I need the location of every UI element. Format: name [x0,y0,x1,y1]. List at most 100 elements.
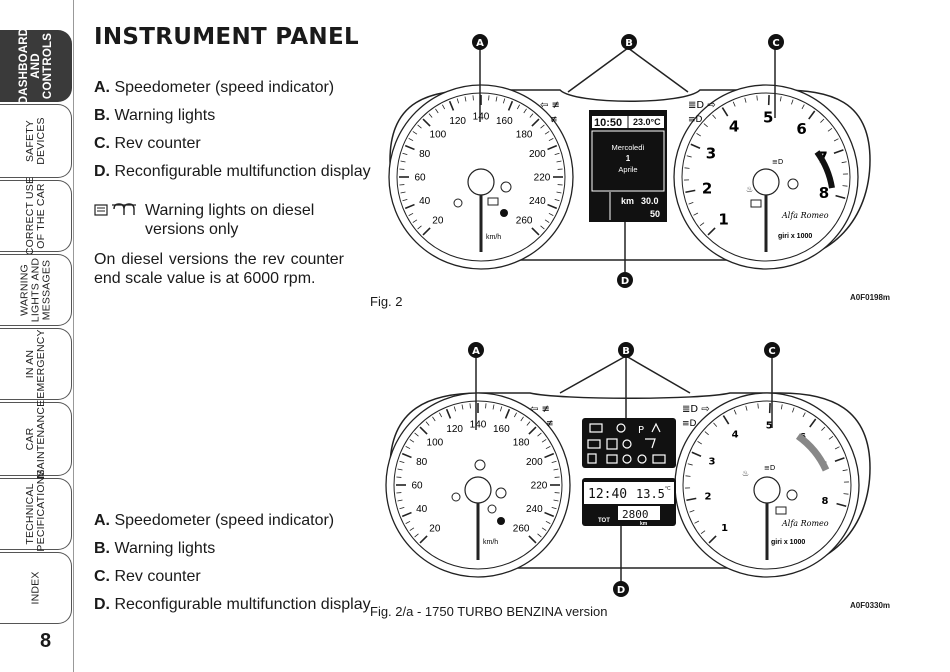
gauge-tick [445,408,452,419]
list2-item-d: D. Reconfigurable multifunction display [94,596,371,613]
gauge-tick [833,149,844,154]
callout-a: A [468,342,484,358]
gauge-tick [526,421,531,426]
gauge-tick [409,439,415,443]
gauge-tick [690,143,701,149]
gauge-tick [516,104,521,110]
gauge-tick [544,131,550,135]
warning-dot-icon [497,517,505,525]
gauge-tick [834,446,840,450]
gauge-tick [544,219,550,223]
ice-icon [645,438,656,449]
gauge-tick [397,499,403,502]
gauge-tick [551,460,557,464]
gauge-tick [685,189,696,194]
gauge-tick [531,118,540,127]
gauge-tick [531,227,540,236]
svg-text:B: B [622,346,630,357]
gauge-tick-label: 20 [429,524,441,535]
gauge-tick [405,445,411,450]
left-turn-indicator-icon: ⇦ ≢ [530,404,550,415]
gauge-tick [540,225,545,230]
gauge-tick [492,404,495,410]
display-odometer: 2800 [622,508,649,521]
speed-hub [464,476,492,504]
gauge-tick-label: 20 [432,216,444,227]
diesel-paragraph: On diesel versions the rev counter end s… [94,251,344,287]
figure-2a-code: A0F0330m [850,601,891,610]
gauge-tick-label: 160 [496,116,513,127]
bulb-icon [622,439,632,449]
battery-icon [487,197,499,206]
list1-item-d: D. Reconfigurable multifunction display [94,163,371,180]
gauge-tick [841,161,847,164]
gauge-tick [499,406,503,412]
gauge-tick [554,198,560,202]
car-icon [652,454,666,464]
gauge-tick [842,185,848,187]
gauge-tick [548,212,554,217]
gauge-tick [397,468,403,471]
gauge-tick [722,415,730,425]
gauge-tick [745,405,748,411]
gauge-tick [545,445,551,450]
list1-item-b: B. Warning lights [94,107,216,124]
callout-line-b-left [559,355,627,394]
list1-item-a: A. Speedometer (speed indicator) [94,79,335,96]
gauge-tick [414,533,419,538]
warning-dot-icon [500,209,508,217]
gauge-tick [684,167,690,169]
callout-c: C [768,34,784,50]
front-fog-icon: ≡D [682,419,697,429]
svg-text:D: D [617,585,625,596]
gauge-tick [700,530,706,535]
display-day: Mercoledì [612,143,645,152]
parking-icon: P [638,425,644,436]
display-unit: km [640,521,648,527]
gauge-tick-label: 80 [416,457,428,468]
display-temperature: 23.0°C [633,117,661,127]
gauge-tick [495,96,498,102]
gauge-tick [438,412,443,418]
svg-text:C: C [772,38,779,49]
gauge-tick [703,123,708,128]
callout-d: D [613,581,629,597]
list2-item-a: A. Speedometer (speed indicator) [94,512,335,529]
list1-item-c: C. Rev counter [94,135,201,152]
engine-icon: ♨ [742,469,749,478]
right-turn-indicator-icon: ≣D ⇨ [688,100,716,111]
gauge-tick-label: 60 [414,173,426,184]
gauge-tick [537,432,542,437]
trunk-icon [606,454,618,464]
display-temp-unit: °C [665,486,671,492]
gauge-tick [792,407,795,413]
svg-text:A: A [472,346,480,357]
figure-2a-caption: Fig. 2/a - 1750 TURBO BENZINA version [370,604,608,619]
oil-icon [775,506,787,515]
gauge-tick [448,100,455,111]
gauge-tick [843,493,849,495]
gauge-tick [441,104,446,110]
gauge-tick [686,497,697,502]
display-time: 12:40 [588,487,627,502]
tab-index[interactable]: INDEX [0,552,72,624]
callout-b: B [621,34,637,50]
gauge-tick [540,124,545,129]
gauge-tick [756,95,758,101]
gauge-tick [547,144,558,151]
list2-item-b: B. Warning lights [94,540,216,557]
gauge-tick [528,535,537,544]
callout-line-b-left [567,47,629,93]
gauge-tick [697,441,703,445]
gauge-tick-label: 5 [763,108,773,126]
